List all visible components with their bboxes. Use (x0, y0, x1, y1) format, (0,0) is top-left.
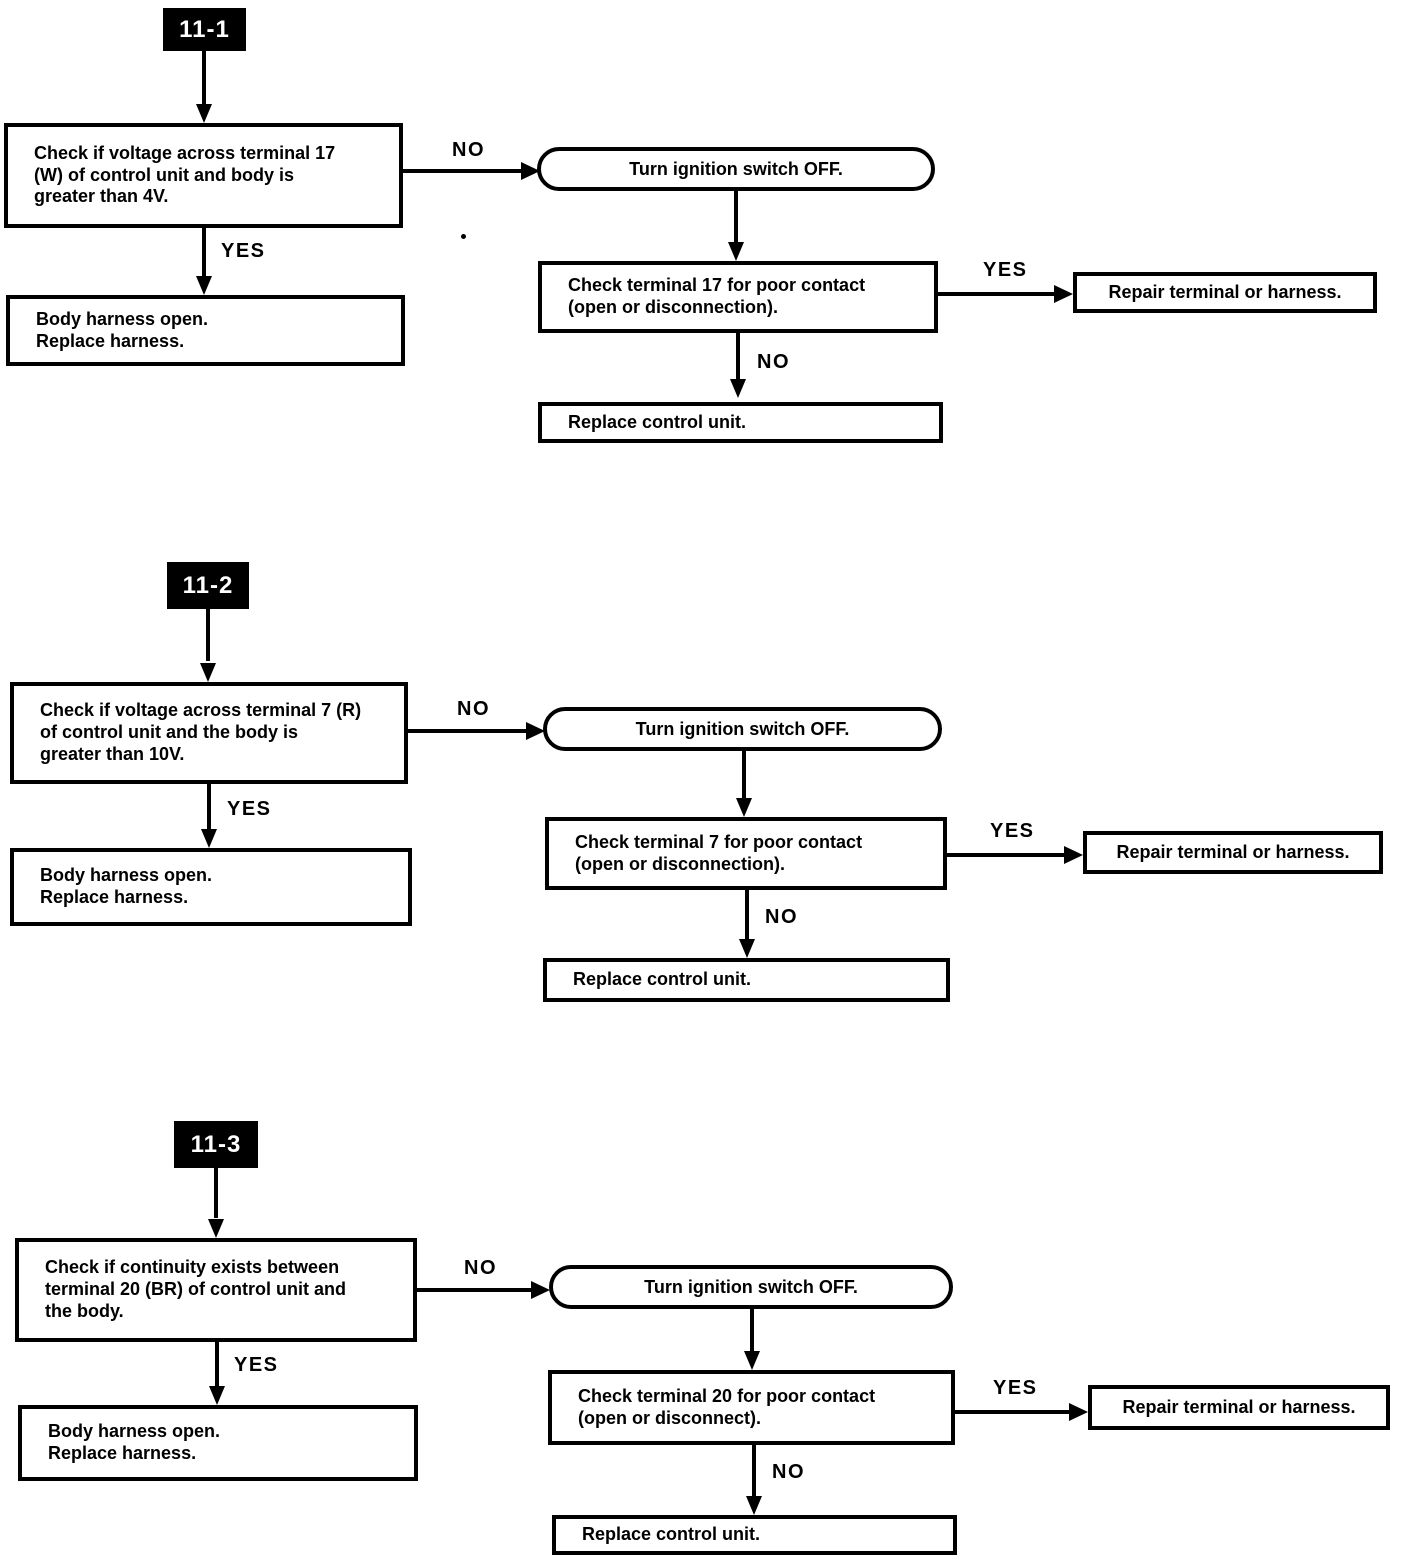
arrow-down-icon (201, 829, 217, 848)
no-branch-label: NO (457, 698, 490, 720)
no-branch-label: NO (772, 1461, 805, 1483)
connector-line (750, 1309, 754, 1352)
no-branch-label: NO (452, 139, 485, 161)
connector-line (214, 1168, 218, 1218)
repair-box: Repair terminal or harness. (1073, 272, 1377, 313)
connector-line (403, 169, 523, 173)
harness-open-box: Body harness open. Replace harness. (10, 848, 412, 926)
harness-open-box: Body harness open. Replace harness. (18, 1405, 418, 1481)
connector-line (752, 1445, 756, 1497)
arrow-down-icon (208, 1219, 224, 1238)
decision-box: Check if continuity exists between termi… (15, 1238, 417, 1342)
check-terminal-box: Check terminal 20 for poor contact (open… (548, 1370, 955, 1445)
arrow-down-icon (200, 663, 216, 682)
connector-line (955, 1410, 1069, 1414)
arrow-down-icon (728, 242, 744, 261)
check-terminal-box: Check terminal 7 for poor contact (open … (545, 817, 947, 890)
connector-line (745, 890, 749, 940)
yes-branch-label: YES (234, 1354, 279, 1376)
arrow-right-icon (1069, 1403, 1088, 1421)
arrow-right-icon (526, 722, 545, 740)
connector-line (215, 1342, 219, 1386)
replace-control-unit-box: Replace control unit. (543, 958, 950, 1002)
yes-branch-label: YES (227, 798, 272, 820)
connector-line (734, 191, 738, 248)
arrow-down-icon (196, 276, 212, 295)
stray-mark (461, 234, 466, 239)
ignition-off-pill: Turn ignition switch OFF. (543, 707, 942, 751)
arrow-right-icon (1064, 846, 1083, 864)
section-tag: 11-2 (167, 562, 249, 609)
arrow-down-icon (730, 379, 746, 398)
no-branch-label: NO (765, 906, 798, 928)
connector-line (408, 729, 528, 733)
connector-line (736, 333, 740, 381)
repair-box: Repair terminal or harness. (1088, 1385, 1390, 1430)
connector-line (947, 853, 1065, 857)
section-tag: 11-3 (174, 1121, 258, 1168)
connector-line (742, 751, 746, 799)
connector-line (938, 292, 1056, 296)
arrow-down-icon (209, 1386, 225, 1405)
yes-branch-label: YES (993, 1377, 1038, 1399)
decision-box: Check if voltage across terminal 7 (R) o… (10, 682, 408, 784)
ignition-off-pill: Turn ignition switch OFF. (537, 147, 935, 191)
section-tag: 11-1 (163, 8, 246, 51)
arrow-right-icon (531, 1281, 550, 1299)
arrow-down-icon (736, 798, 752, 817)
repair-box: Repair terminal or harness. (1083, 831, 1383, 874)
connector-line (202, 51, 206, 106)
arrow-right-icon (1054, 285, 1073, 303)
connector-line (207, 784, 211, 829)
connector-line (202, 228, 206, 278)
connector-line (417, 1288, 533, 1292)
yes-branch-label: YES (983, 259, 1028, 281)
no-branch-label: NO (757, 351, 790, 373)
replace-control-unit-box: Replace control unit. (552, 1515, 957, 1555)
yes-branch-label: YES (990, 820, 1035, 842)
no-branch-label: NO (464, 1257, 497, 1279)
ignition-off-pill: Turn ignition switch OFF. (549, 1265, 953, 1309)
arrow-down-icon (744, 1351, 760, 1370)
arrow-right-icon (521, 162, 540, 180)
arrow-down-icon (746, 1496, 762, 1515)
decision-box: Check if voltage across terminal 17 (W) … (4, 123, 403, 228)
replace-control-unit-box: Replace control unit. (538, 402, 943, 443)
connector-line (206, 609, 210, 661)
arrow-down-icon (739, 939, 755, 958)
yes-branch-label: YES (221, 240, 266, 262)
check-terminal-box: Check terminal 17 for poor contact (open… (538, 261, 938, 333)
harness-open-box: Body harness open. Replace harness. (6, 295, 405, 366)
arrow-down-icon (196, 104, 212, 123)
